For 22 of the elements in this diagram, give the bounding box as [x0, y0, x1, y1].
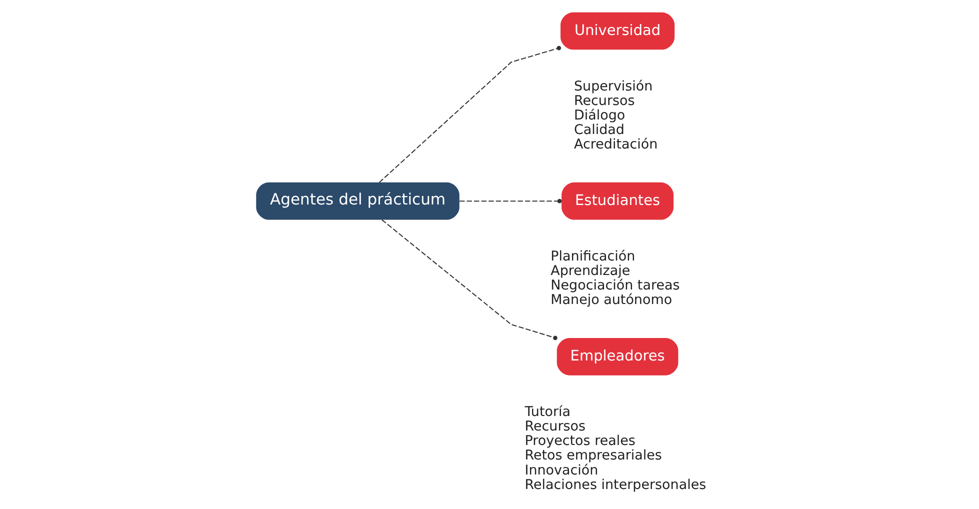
node-label: Manejo autónomo: [550, 292, 672, 308]
node-label: Acreditación: [574, 136, 658, 153]
connector: [378, 46, 561, 183]
node-label: Supervisión: [574, 78, 652, 95]
node-label: Proyectos reales: [524, 433, 635, 450]
node-label: Recursos: [574, 93, 634, 110]
node-label: Tutoría: [524, 404, 570, 420]
node-box: Estudiantes: [561, 182, 674, 220]
node-box: Empleadores: [556, 338, 678, 376]
node-label: Calidad: [574, 122, 624, 138]
node-label: Relaciones interpersonales: [524, 476, 706, 493]
node-box: Universidad: [560, 12, 674, 50]
node-label: Aprendizaje: [550, 263, 630, 280]
node-label: Innovación: [524, 462, 598, 478]
node-label: Planificación: [550, 248, 635, 265]
connector: [459, 198, 562, 204]
node-label: Diálogo: [574, 108, 625, 124]
node-label: Retos empresariales: [524, 448, 662, 464]
node-label: Negociación tareas: [550, 278, 680, 294]
node-label: Recursos: [524, 418, 586, 435]
connector: [381, 219, 557, 340]
node-box: Agentes del prácticum: [256, 182, 459, 220]
